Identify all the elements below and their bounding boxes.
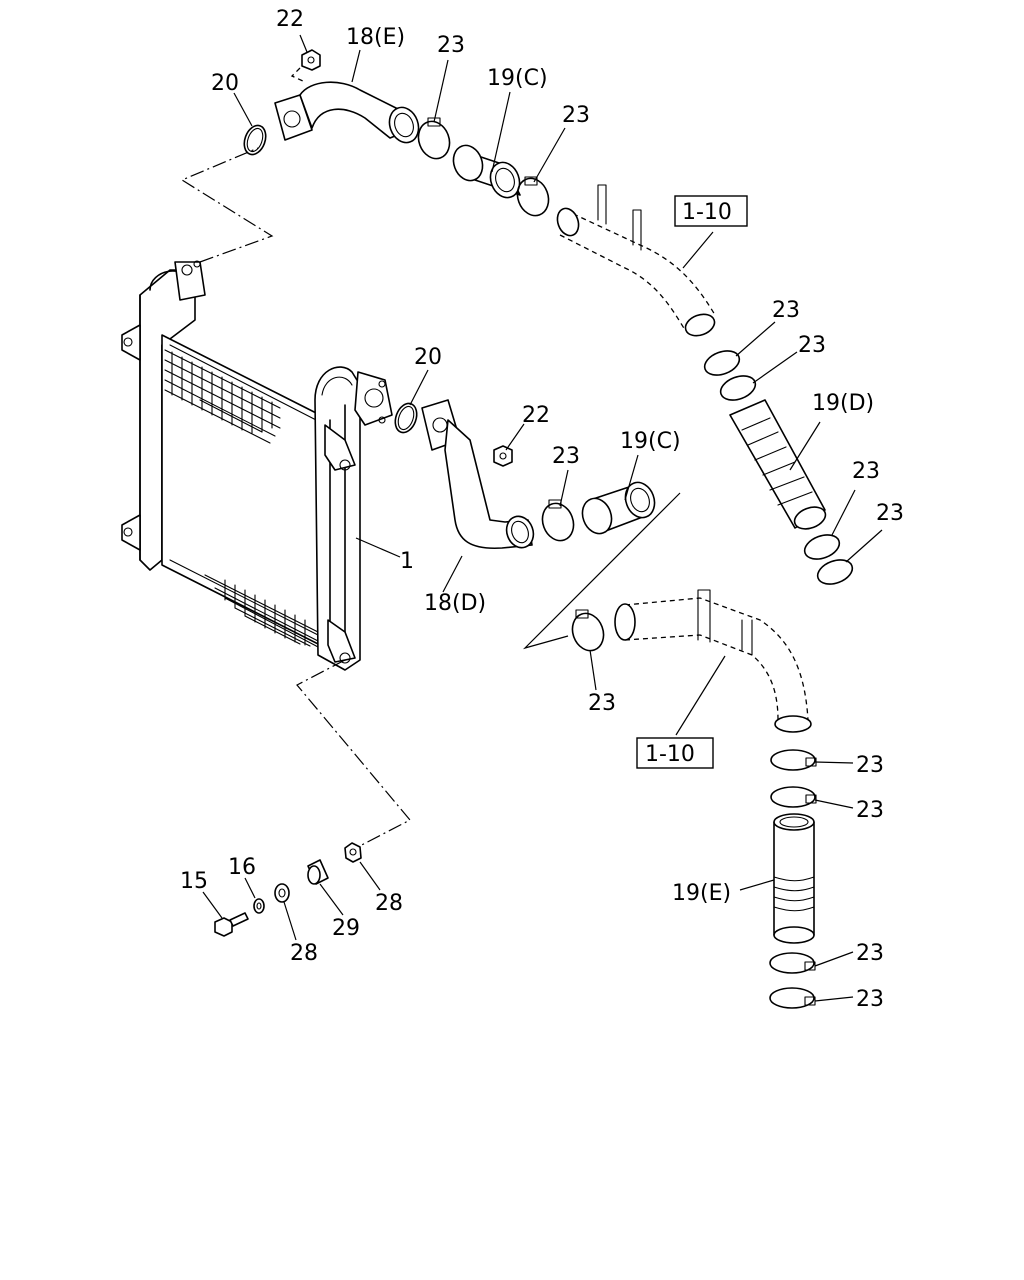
ref-1-10-bottom: 1-10	[645, 742, 695, 767]
bolt-15	[214, 912, 249, 937]
callout-1: 1	[400, 549, 414, 574]
callout-20-top: 20	[211, 71, 239, 96]
callout-23-e: 23	[552, 444, 580, 469]
clamp-23-l	[769, 987, 816, 1009]
clamp-23-c	[703, 350, 741, 376]
core-fins-top	[164, 349, 281, 444]
nut-22-mid	[493, 445, 513, 467]
chain-line-bottom	[296, 659, 411, 851]
callout-23-c: 23	[772, 298, 800, 323]
callout-18E: 18(E)	[346, 25, 405, 50]
clamp-23-j	[770, 786, 817, 808]
callout-23-i: 23	[856, 753, 884, 778]
ref-box-1-10-bottom	[636, 737, 714, 769]
hose-19E	[773, 813, 815, 944]
nut-28-right	[344, 842, 362, 863]
ref-box-1-10-top	[674, 195, 748, 227]
clamp-23-i	[770, 749, 817, 771]
clamp-23-g	[541, 499, 575, 542]
callout-28-left: 28	[290, 941, 318, 966]
callout-23-g: 23	[876, 501, 904, 526]
oring-20-mid	[394, 402, 418, 434]
clamp-23-h	[571, 609, 605, 652]
clamp-23-b	[516, 176, 550, 217]
pipe-1-10-bottom	[614, 589, 812, 733]
clamp-23-f	[816, 559, 854, 585]
callout-19E: 19(E)	[672, 881, 731, 906]
washer-16	[253, 898, 265, 914]
leader-lines	[202, 34, 883, 1002]
hose-19C-mid	[581, 481, 656, 535]
callout-23-l: 23	[856, 987, 884, 1012]
chain-line-top	[180, 147, 274, 263]
callout-22-mid: 22	[522, 403, 550, 428]
callout-labels: 22 18(E) 23 19(C) 20 23 1-10 23 23 19(D)…	[180, 7, 904, 1012]
clamp-23-k	[769, 952, 816, 974]
callout-19C-top: 19(C)	[487, 66, 548, 91]
callout-18D: 18(D)	[424, 591, 486, 616]
callout-20-mid: 20	[414, 345, 442, 370]
core-fins-bottom	[204, 574, 321, 649]
callout-19D: 19(D)	[812, 391, 874, 416]
callout-16: 16	[228, 855, 256, 880]
callout-23-h: 23	[588, 691, 616, 716]
callout-15: 15	[180, 869, 208, 894]
hose-19C-top	[452, 144, 521, 199]
callout-23-b: 23	[562, 103, 590, 128]
pipe-18E	[274, 81, 420, 144]
sleeve-29	[307, 859, 329, 885]
callout-23-j: 23	[856, 798, 884, 823]
clamp-23-e	[803, 534, 841, 560]
callout-29: 29	[332, 916, 360, 941]
ref-1-10-top: 1-10	[682, 200, 732, 225]
callout-23-f: 23	[852, 459, 880, 484]
nut-28-left	[274, 883, 290, 903]
pipe-1-10-top	[556, 184, 716, 337]
callout-22-top: 22	[276, 7, 304, 32]
callout-23-d: 23	[798, 333, 826, 358]
clamp-23-a	[417, 117, 451, 160]
connector-line	[522, 492, 681, 650]
callout-23-k: 23	[856, 941, 884, 966]
callout-23-a: 23	[437, 33, 465, 58]
hose-19D-bellows	[729, 399, 827, 530]
callout-19C-mid: 19(C)	[620, 429, 681, 454]
callout-28-right: 28	[375, 891, 403, 916]
pipe-18D	[421, 399, 535, 550]
oring-20-top	[243, 124, 267, 156]
nut-22-top	[290, 49, 321, 83]
intercooler-core	[121, 260, 393, 671]
clamp-23-d	[719, 375, 757, 401]
